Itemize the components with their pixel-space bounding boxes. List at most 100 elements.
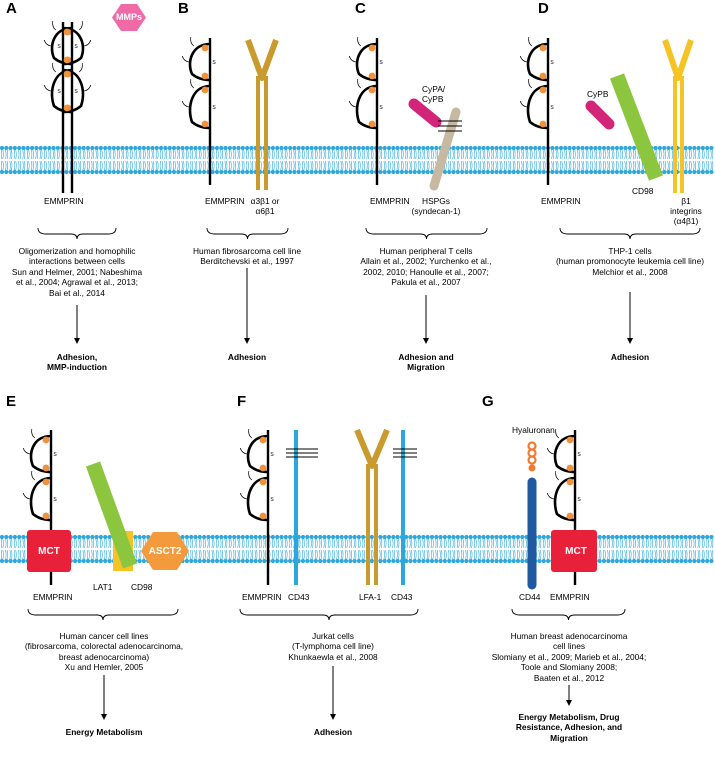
outcome-f: Adhesion <box>314 727 352 737</box>
outcome-a: Adhesion, MMP-induction <box>47 352 107 373</box>
integrin-label-b: α3β1 or α6β1 <box>250 196 280 216</box>
cd98-molecule-e <box>85 461 138 569</box>
system-c: Human peripheral T cells Allain et al., … <box>360 246 491 288</box>
emmprin-label-c: EMMPRIN <box>370 196 410 206</box>
outcome-g-line2: Resistance, Adhesion, and <box>515 722 623 733</box>
outcome-g-line1: Energy Metabolism, Drug <box>518 712 620 722</box>
refs-c-line1: Allain et al., 2002; Yurchenko et al., <box>360 256 492 267</box>
brace-e <box>27 608 179 621</box>
emmprin-molecule-f: SS <box>239 428 274 585</box>
svg-text:S: S <box>53 497 57 503</box>
mct-label-e: MCT <box>38 546 60 557</box>
panel-letter-b: B <box>178 0 189 17</box>
cyp-label-line2: CyPB <box>422 94 444 104</box>
integrin-label-b-line1: α3β1 or <box>250 196 280 206</box>
system-d: THP-1 cells (human promonocyte leukemia … <box>556 246 704 277</box>
outcome-a-line2: MMP-induction <box>46 362 108 373</box>
outcome-b-line1: Adhesion <box>227 352 267 362</box>
panel-letter-e: E <box>6 393 17 410</box>
mmps-label: MMPs <box>115 12 142 22</box>
refs-c-line2: 2002, 2010; Hanoulle et al., 2007; <box>363 266 489 277</box>
outcome-a-line1: Adhesion, <box>56 352 98 362</box>
brace-b <box>206 227 289 240</box>
system-g: Human breast adenocarcinoma cell lines S… <box>492 631 647 683</box>
system-e-line2: (fibrosarcoma, colorectal adenocarcinoma… <box>24 641 184 652</box>
lfa1-label: LFA-1 <box>359 592 382 602</box>
cd98-label-e: CD98 <box>131 582 153 592</box>
outcome-g: Energy Metabolism, Drug Resistance, Adhe… <box>516 712 622 743</box>
system-b: Human fibrosarcoma cell line Berditchevs… <box>193 246 301 267</box>
arrow-e-head <box>101 714 107 720</box>
refs-a-line1: Sun and Helmer, 2001; Nabeshima <box>11 266 143 277</box>
system-c-line1: Human peripheral T cells <box>379 246 473 256</box>
svg-text:S: S <box>550 60 554 66</box>
svg-text:S: S <box>212 105 216 111</box>
svg-text:S: S <box>379 60 383 66</box>
integrins-label-d-line2: integrins <box>670 206 702 216</box>
svg-text:S: S <box>270 452 274 458</box>
refs-a-line3: Bai et al., 2014 <box>49 287 105 298</box>
cd98-label-d: CD98 <box>632 186 654 196</box>
integrins-label-d: β1 integrins (α4β1) <box>668 196 704 226</box>
cyp-molecule-c <box>408 98 442 128</box>
emmprin-label-e: EMMPRIN <box>33 592 73 602</box>
system-g-line1: Human breast adenocarcinoma <box>510 631 628 641</box>
mmps-hexagon <box>112 4 146 31</box>
refs-d-line1: Melchior et al., 2008 <box>592 266 668 277</box>
emmprin-label-g: EMMPRIN <box>550 592 590 602</box>
svg-text:S: S <box>270 497 274 503</box>
mct-label-g: MCT <box>565 546 587 557</box>
lat1-label: LAT1 <box>93 582 113 592</box>
outcome-e-line1: Energy Metabolism <box>65 727 143 737</box>
system-a-line2: interactions between cells <box>29 256 125 267</box>
outcome-c: Adhesion and Migration <box>398 352 453 373</box>
refs-e-line1: Xu and Hemler, 2005 <box>64 662 144 673</box>
panel-letter-c: C <box>355 0 366 17</box>
brace-f <box>239 608 419 621</box>
cypb-label-d: CyPB <box>587 89 609 99</box>
cd43-label-f2: CD43 <box>391 592 413 602</box>
emmprin-molecule-c: SS <box>348 36 383 185</box>
integrin-alpha3b1-b <box>245 38 279 81</box>
brace-a <box>37 227 117 240</box>
hyaluronan-chain-3 <box>527 455 537 465</box>
emmprin-label-d: EMMPRIN <box>541 196 581 206</box>
arrow-b-head <box>244 338 250 344</box>
system-f: Jurkat cells (T-lymphoma cell line) Khun… <box>288 631 377 662</box>
integrins-label-d-line3: (α4β1) <box>673 216 699 226</box>
emmprin-molecule-b: SS <box>181 36 216 185</box>
outcome-b: Adhesion <box>228 352 266 362</box>
refs-b-line1: Berditchevski et al., 1997 <box>200 256 294 267</box>
hspg-label-line2: (syndecan-1) <box>411 206 461 216</box>
asct2-label: ASCT2 <box>148 546 182 557</box>
cd44-label: CD44 <box>519 592 541 602</box>
integrin-b1-d <box>662 39 694 81</box>
membrane-top-row <box>0 145 714 175</box>
hspg-molecule <box>429 107 461 191</box>
emmprin-molecule-a-right: SS <box>43 20 78 193</box>
emmprin-label-b: EMMPRIN <box>205 196 245 206</box>
svg-text:S: S <box>74 44 78 50</box>
outcome-d: Adhesion <box>611 352 649 362</box>
system-f-line1: Jurkat cells <box>312 631 354 641</box>
hspg-label-line1: HSPGs <box>422 196 450 206</box>
outcome-g-line3: Migration <box>550 732 588 743</box>
system-e-line3: breast adenocarcinoma) <box>58 651 150 662</box>
panel-letter-a: A <box>6 0 17 17</box>
integrin-label-b-line2: α6β1 <box>255 206 275 216</box>
system-b-line1: Human fibrosarcoma cell line <box>193 246 301 256</box>
cyp-label-line1: CyPA/ <box>422 84 446 94</box>
brace-g <box>511 608 626 621</box>
outcome-e: Energy Metabolism <box>66 727 143 737</box>
system-g-line2: cell lines <box>552 641 586 652</box>
emmprin-molecule-d: SS <box>519 36 554 185</box>
svg-text:S: S <box>74 89 78 95</box>
svg-text:S: S <box>57 44 61 50</box>
brace-d <box>559 227 701 240</box>
brace-c <box>365 227 488 240</box>
system-d-line2: (human promonocyte leukemia cell line) <box>555 256 705 267</box>
cypb-molecule-d <box>585 100 615 130</box>
emmprin-label-a: EMMPRIN <box>44 196 84 206</box>
svg-text:S: S <box>577 497 581 503</box>
refs-a-line2: et al., 2004; Agrawal et al., 2013; <box>15 277 138 288</box>
